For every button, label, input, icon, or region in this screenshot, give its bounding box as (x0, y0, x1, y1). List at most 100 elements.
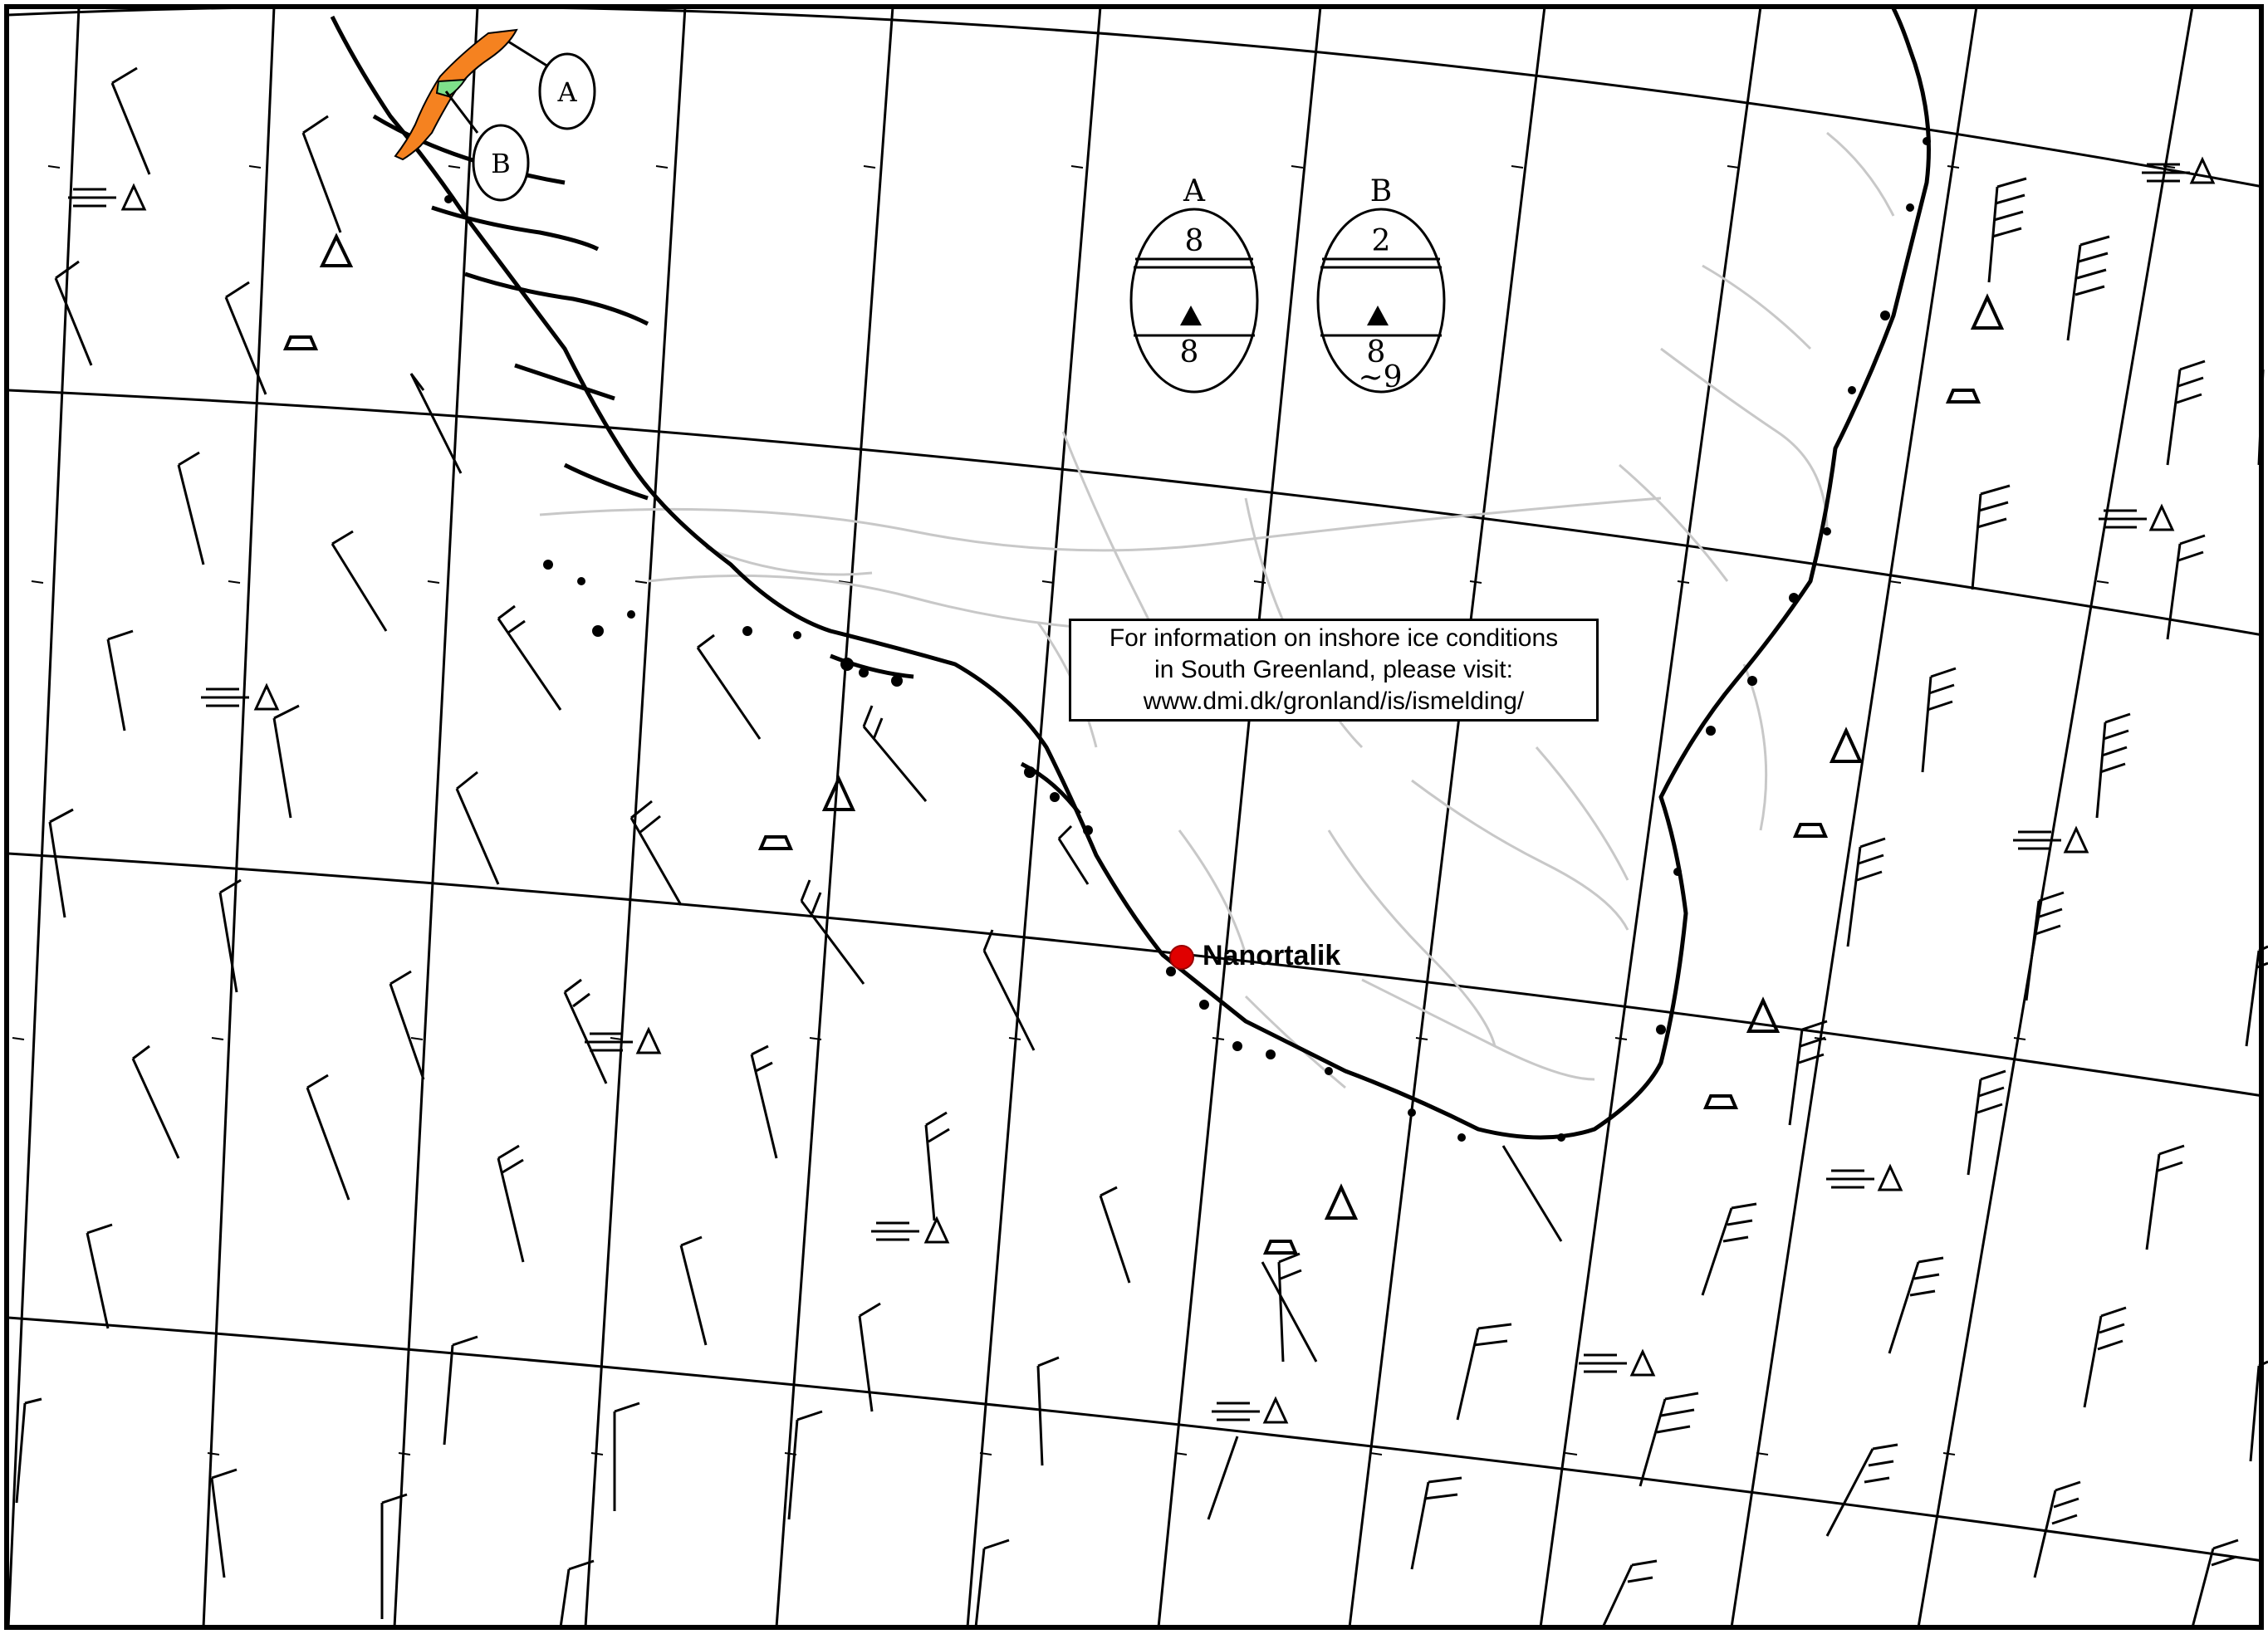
wind-barb-icon (679, 1235, 708, 1346)
wind-barb-icon (1277, 1252, 1302, 1362)
egg-code-b-stage: 8 (1367, 335, 1386, 369)
region-label-b-text: B (491, 148, 511, 179)
wind-barb-icon (48, 808, 74, 918)
graticule-ticks (12, 165, 2176, 1455)
egg-code-a-triangle-icon (1180, 306, 1202, 325)
trapezoid-icon (1792, 823, 1829, 838)
iceberg-triangle-icon (1324, 1183, 1359, 1220)
ice-region-b (435, 78, 467, 98)
wind-barb-icon (1967, 1069, 2006, 1176)
info-line-1: For information on inshore ice condition… (1109, 624, 1559, 652)
wind-barb-icon (380, 1493, 408, 1619)
wind-barb-icon (1987, 177, 2027, 283)
fog-iceberg-icon (1579, 1348, 1656, 1377)
wind-barb-icon (455, 771, 500, 885)
place-label-nanortalik: Nanortalik (1203, 940, 1341, 971)
wind-barb-icon (1057, 824, 1090, 885)
wind-barb-icon (2083, 1306, 2127, 1408)
iceberg-triangle-icon (319, 232, 354, 267)
trapezoid-icon (757, 835, 794, 850)
trapezoid-icon (1702, 1094, 1739, 1109)
wind-barb-icon (1846, 837, 1886, 947)
wind-barb-icon (1456, 1323, 1512, 1421)
nanortalik-marker (1169, 945, 1194, 970)
latitude-lines (7, 5, 2264, 1563)
trapezoid-icon (282, 335, 319, 350)
wind-barb-icon (1921, 667, 1957, 773)
trapezoid-icon (1945, 389, 1981, 404)
fog-iceberg-icon (201, 682, 280, 711)
egg-code-a-label: A (1183, 174, 1206, 208)
fog-iceberg-icon (871, 1216, 950, 1244)
greenland-coastline (330, 7, 1931, 1140)
wind-barb-icon (1036, 1356, 1060, 1466)
wind-barb-icon (2066, 235, 2110, 341)
region-label-b: B (444, 91, 530, 202)
wind-barb-icon (301, 115, 342, 233)
wind-barb-icon (409, 373, 463, 474)
wind-barb-icon (2145, 1144, 2185, 1250)
egg-code-a: A 8 8 (1129, 174, 1259, 394)
wind-barb-icon (800, 879, 865, 985)
bergy-bit-symbols (282, 335, 1981, 1255)
wind-barb-icon (110, 66, 151, 175)
fog-iceberg-icon (2142, 156, 2216, 184)
wind-barb-icon (924, 1111, 950, 1221)
wind-barb-icon (272, 704, 300, 819)
longitude-lines (7, 6, 2194, 1628)
fog-iceberg-icon (2099, 503, 2175, 531)
info-line-2: in South Greenland, please visit: (1154, 656, 1513, 683)
trapezoid-icon (1262, 1240, 1299, 1255)
wind-barb-icon (1701, 1202, 1757, 1296)
ice-region-a (394, 28, 518, 161)
wind-barb-icon (1501, 1145, 1563, 1242)
egg-code-a-oval (1129, 208, 1259, 394)
fog-iceberg-symbols (68, 156, 2216, 1424)
iceberg-triangle-icon (821, 775, 856, 811)
egg-code-b-label: B (1370, 174, 1392, 208)
wind-barb-icon (1971, 484, 2011, 590)
wind-barb-icon (696, 634, 762, 740)
fog-iceberg-icon (585, 1026, 662, 1054)
inshore-ice-info-box: For information on inshore ice condition… (1069, 619, 1599, 722)
wind-barb-icon (389, 970, 425, 1080)
wind-barb-icon (974, 1539, 1010, 1628)
wind-barb-icon (563, 978, 608, 1084)
wind-barb-icon (750, 1044, 778, 1159)
wind-barb-icon (443, 1335, 478, 1446)
iceberg-triangle-icon (1970, 293, 2005, 330)
wind-barb-icon (306, 1074, 350, 1201)
wind-barb-icon (629, 800, 683, 906)
wind-barb-icon (613, 1402, 640, 1511)
iceberg-triangle-icon (1829, 726, 1864, 763)
info-link[interactable]: www.dmi.dk/gronland/is/ismelding/ (1143, 687, 1525, 715)
wind-barb-icon (862, 705, 928, 802)
wind-barb-icon (2025, 891, 2065, 1001)
fog-iceberg-icon (2013, 825, 2089, 854)
egg-code-b: B 2 8 ~9 (1316, 174, 1446, 394)
wind-barb-icon (2166, 534, 2206, 640)
wind-barb-icon (1788, 1020, 1828, 1126)
wind-barb-icon (2249, 1360, 2268, 1462)
iceberg-symbols (319, 232, 2005, 1220)
wind-barb-icon (15, 1397, 42, 1504)
wind-barb-icon (177, 451, 205, 565)
egg-code-a-concentration: 8 (1185, 224, 1204, 258)
egg-code-b-oval (1316, 208, 1446, 394)
wind-barb-icon (210, 1468, 238, 1578)
wind-barb-icon (2257, 369, 2265, 466)
egg-code-a-stage: 8 (1180, 335, 1199, 369)
wind-barb-icon (331, 530, 388, 632)
wind-barb-icon (497, 604, 562, 711)
wind-barb-icon (787, 1410, 823, 1520)
wind-barb-icon (218, 878, 242, 993)
wind-barb-icon (131, 1044, 180, 1159)
wind-barb-icon (497, 1144, 525, 1263)
wind-barb-icon (2166, 360, 2206, 466)
wind-barbs (15, 66, 2268, 1628)
egg-code-b-triangle-icon (1367, 306, 1389, 325)
wind-barb-icon (858, 1302, 881, 1412)
wind-barb-icon (2095, 712, 2131, 819)
fog-iceberg-icon (1212, 1396, 1289, 1424)
